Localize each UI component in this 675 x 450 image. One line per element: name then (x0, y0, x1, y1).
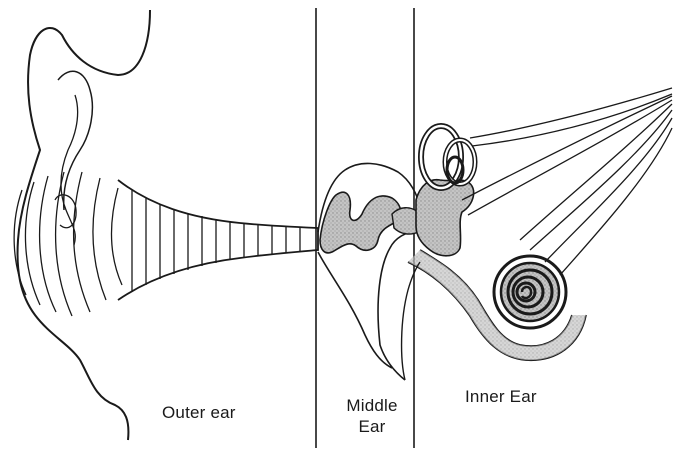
ear-canal (118, 180, 318, 300)
auditory-nerve (462, 88, 672, 275)
middle-ear-label: Middle Ear (333, 395, 411, 437)
cochlea-spiral (494, 256, 566, 328)
pinna-fold (58, 71, 92, 210)
middle-ear-cavity (318, 163, 420, 380)
head-profile-outline (18, 10, 150, 440)
middle-ear-label-line1: Middle (333, 395, 411, 416)
vestibule (416, 180, 474, 256)
sound-waves (14, 172, 122, 316)
outer-ear-label: Outer ear (162, 402, 236, 423)
round-window-region (402, 262, 420, 380)
middle-ear-label-line2: Ear (333, 416, 411, 437)
ear-canal-rings (132, 190, 300, 292)
stapes (392, 208, 418, 234)
semicircular-canals (421, 126, 475, 188)
inner-ear-label: Inner Ear (465, 386, 537, 407)
ossicles (320, 192, 401, 253)
